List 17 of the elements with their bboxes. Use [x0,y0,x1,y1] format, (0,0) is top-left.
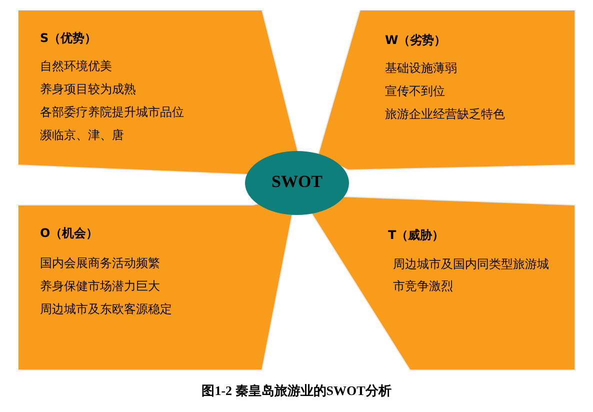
list-item: 国内会展商务活动频繁 [40,255,160,271]
list-item: 周边城市及东欧客源稳定 [40,301,172,317]
quadrant-heading: T（威胁） [388,227,444,243]
center-label: SWOT [270,174,324,190]
list-item: 旅游企业经营缺乏特色 [385,106,505,122]
quadrant-heading: S（优势） [40,30,97,46]
list-item: 濒临京、津、唐 [40,127,124,143]
list-item: 自然环境优美 [40,58,112,74]
list-item: 养身保健市场潜力巨大 [40,278,160,294]
list-item: 宣传不到位 [385,83,445,99]
quadrant-heading: W（劣势） [385,32,446,48]
list-item: 养身项目较为成熟 [40,81,136,97]
body-text: 周边城市及国内同类型旅游城市竞争激烈 [393,256,550,295]
list-item: 各部委疗养院提升城市品位 [40,104,184,120]
figure-caption: 图1-2 秦皇岛旅游业的SWOT分析 [202,382,392,400]
list-item: 基础设施薄弱 [385,60,457,76]
quadrant-heading: O（机会） [40,225,98,241]
